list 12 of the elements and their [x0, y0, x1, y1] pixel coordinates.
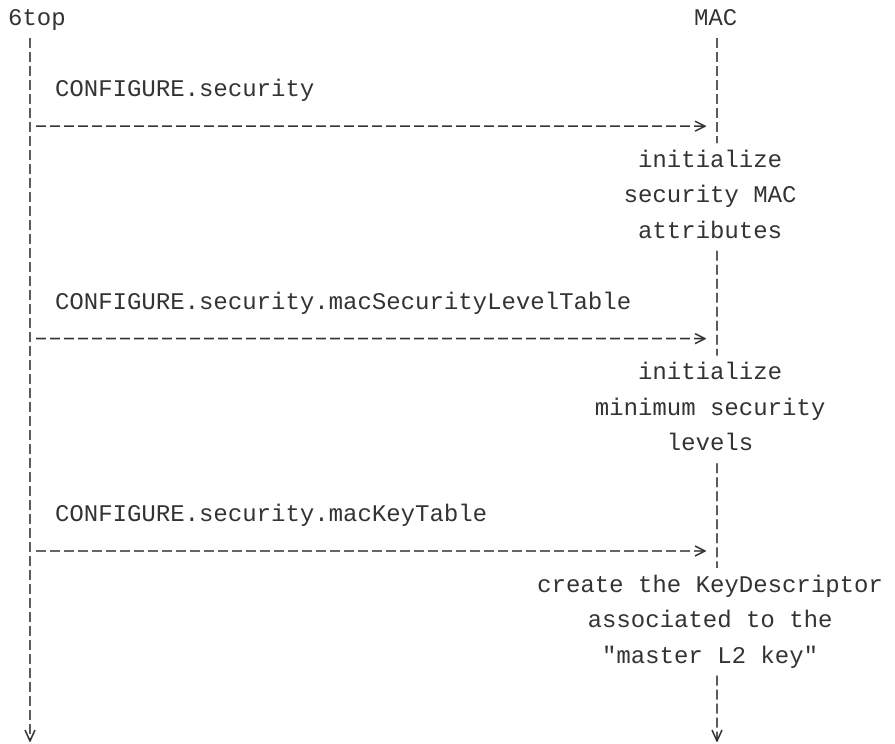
- message-arrow: [36, 120, 706, 132]
- participant-label: 6top: [8, 2, 66, 38]
- action-note: create the KeyDescriptor associated to the "master L2 key": [536, 572, 884, 672]
- message-arrow: [36, 545, 706, 557]
- message-arrow: [36, 332, 706, 344]
- lifeline: [24, 38, 36, 742]
- message-label: CONFIGURE.security.macKeyTable: [55, 500, 488, 531]
- action-note: initialize security MAC attributes: [622, 146, 798, 248]
- message-label: CONFIGURE.security: [55, 76, 314, 106]
- participant-label: MAC: [694, 2, 738, 38]
- action-note: initialize minimum security levels: [594, 359, 826, 460]
- message-label: CONFIGURE.security.macSecurityLevelTable: [55, 288, 632, 318]
